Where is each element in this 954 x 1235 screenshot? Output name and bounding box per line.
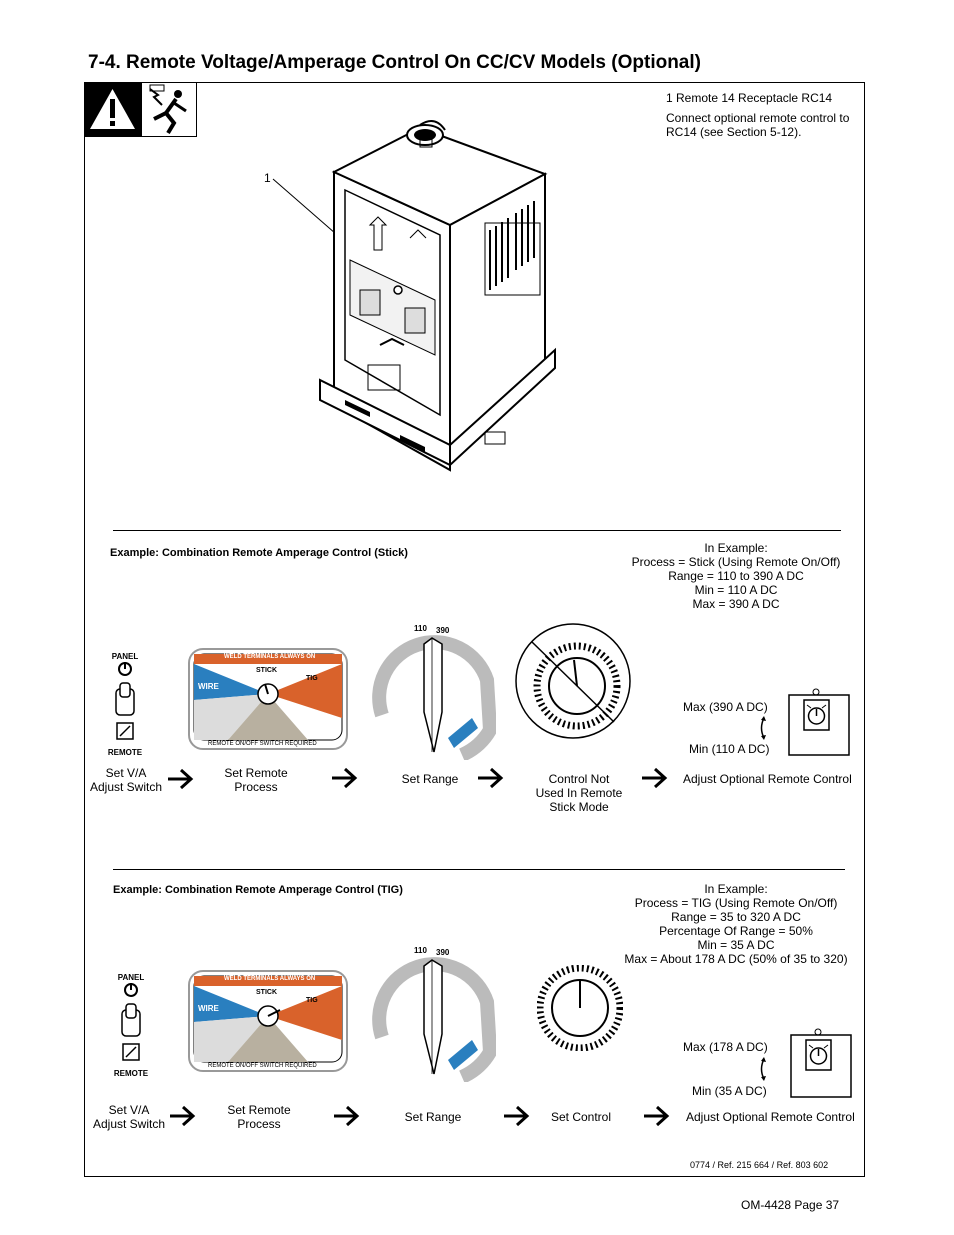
stick-min-label: Min (110 A DC) — [689, 742, 770, 756]
range-top-left: 110 — [414, 946, 427, 955]
process-selector-panel-tig: WELD TERMINALS ALWAYS ON STICK WIRE TIG … — [188, 970, 348, 1072]
panel-footer: REMOTE ON/OFF SWITCH REQUIRED — [208, 741, 317, 747]
flow-arrow-icon — [170, 1105, 196, 1127]
va-adjust-switch: PANEL REMOTE — [106, 652, 144, 757]
tig-info-line: Percentage Of Range = 50% — [659, 924, 813, 938]
reference-number: 0774 / Ref. 215 664 / Ref. 803 602 — [690, 1160, 829, 1170]
welder-illustration — [272, 120, 556, 472]
control-dial — [537, 965, 623, 1051]
va-switch-icon — [115, 662, 135, 740]
wire-label: WIRE — [198, 682, 219, 691]
curved-adjust-arrow-icon — [760, 716, 766, 740]
step-adjust-remote: Adjust Optional Remote Control — [683, 772, 852, 786]
process-selector-panel-stick: WELD TERMINALS ALWAYS ON STICK WIRE TIG … — [188, 648, 348, 750]
stick-example-info: In Example: Process = Stick (Using Remot… — [618, 541, 854, 611]
flow-arrow-icon — [642, 767, 668, 789]
tig-min-label: Min (35 A DC) — [692, 1084, 767, 1098]
va-switch-icon — [121, 983, 141, 1061]
range-dial-stick: 110 390 — [372, 620, 498, 762]
stick-info-line: Min = 110 A DC — [694, 583, 778, 597]
flow-arrow-icon — [332, 767, 358, 789]
remote-control-box-tig — [790, 1028, 852, 1098]
electric-shock-icon — [141, 82, 197, 137]
panel-header: WELD TERMINALS ALWAYS ON — [224, 654, 316, 660]
stick-info-line: Process = Stick (Using Remote On/Off) — [631, 555, 841, 569]
wire-label: WIRE — [198, 1004, 219, 1013]
step-set-range: Set Range — [401, 772, 459, 786]
range-top-left: 110 — [414, 624, 427, 633]
tig-info-line: Min = 35 A DC — [697, 938, 775, 952]
tig-example-info: In Example: Process = TIG (Using Remote … — [612, 882, 860, 966]
tig-info-line: Range = 35 to 320 A DC — [671, 910, 801, 924]
page-title: 7-4. Remote Voltage/Amperage Control On … — [88, 52, 701, 73]
range-dial-tig: 110 390 — [372, 942, 498, 1084]
warning-icon — [84, 82, 141, 137]
tig-info-line: Process = TIG (Using Remote On/Off) — [634, 896, 838, 910]
flow-arrow-icon — [644, 1105, 670, 1127]
remote-label: REMOTE — [113, 1069, 149, 1078]
callout-item: 1 Remote 14 Receptacle RC14 — [666, 91, 833, 105]
step-set-range: Set Range — [404, 1110, 462, 1124]
panel-footer: REMOTE ON/OFF SWITCH REQUIRED — [208, 1063, 317, 1069]
section-divider-tig — [113, 869, 845, 870]
callout-number: 1 — [264, 171, 271, 185]
remote-label: REMOTE — [107, 748, 143, 757]
flow-arrow-icon — [168, 768, 194, 790]
tig-max-label: Max (178 A DC) — [683, 1040, 768, 1054]
range-top-right: 390 — [436, 626, 450, 635]
panel-header: WELD TERMINALS ALWAYS ON — [224, 976, 316, 982]
content-frame — [84, 82, 865, 1177]
panel-label: PANEL — [111, 652, 139, 661]
stick-info-line: Range = 110 to 390 A DC — [668, 569, 804, 583]
stick-label: STICK — [256, 989, 277, 996]
tig-example-title: Example: Combination Remote Amperage Con… — [113, 884, 403, 896]
callout-note-line2: RC14 (see Section 5-12). — [666, 125, 802, 139]
stick-label: STICK — [256, 667, 277, 674]
section-divider-stick — [113, 530, 841, 531]
panel-label: PANEL — [117, 973, 145, 982]
tig-info-line: Max = About 178 A DC (50% of 35 to 320) — [624, 952, 848, 966]
callout-note-line1: Connect optional remote control to — [666, 111, 850, 125]
control-dial-crossed — [515, 623, 631, 739]
tig-label: TIG — [306, 997, 318, 1004]
stick-max-label: Max (390 A DC) — [683, 700, 768, 714]
page-number: OM-4428 Page 37 — [741, 1198, 840, 1212]
step-set-control: Set Control — [550, 1110, 612, 1124]
range-top-right: 390 — [436, 948, 450, 957]
tig-info-line: In Example: — [704, 882, 768, 896]
remote-control-box-stick — [788, 688, 850, 756]
flow-arrow-icon — [334, 1105, 360, 1127]
curved-adjust-arrow-icon — [760, 1057, 766, 1081]
step-adjust-remote: Adjust Optional Remote Control — [686, 1110, 855, 1124]
stick-info-line: Max = 390 A DC — [692, 597, 780, 611]
stick-example-title: Example: Combination Remote Amperage Con… — [110, 547, 408, 559]
flow-arrow-icon — [478, 767, 504, 789]
tig-label: TIG — [306, 675, 318, 682]
stick-info-line: In Example: — [704, 541, 768, 555]
va-adjust-switch: PANEL REMOTE — [112, 973, 150, 1078]
flow-arrow-icon — [504, 1105, 530, 1127]
